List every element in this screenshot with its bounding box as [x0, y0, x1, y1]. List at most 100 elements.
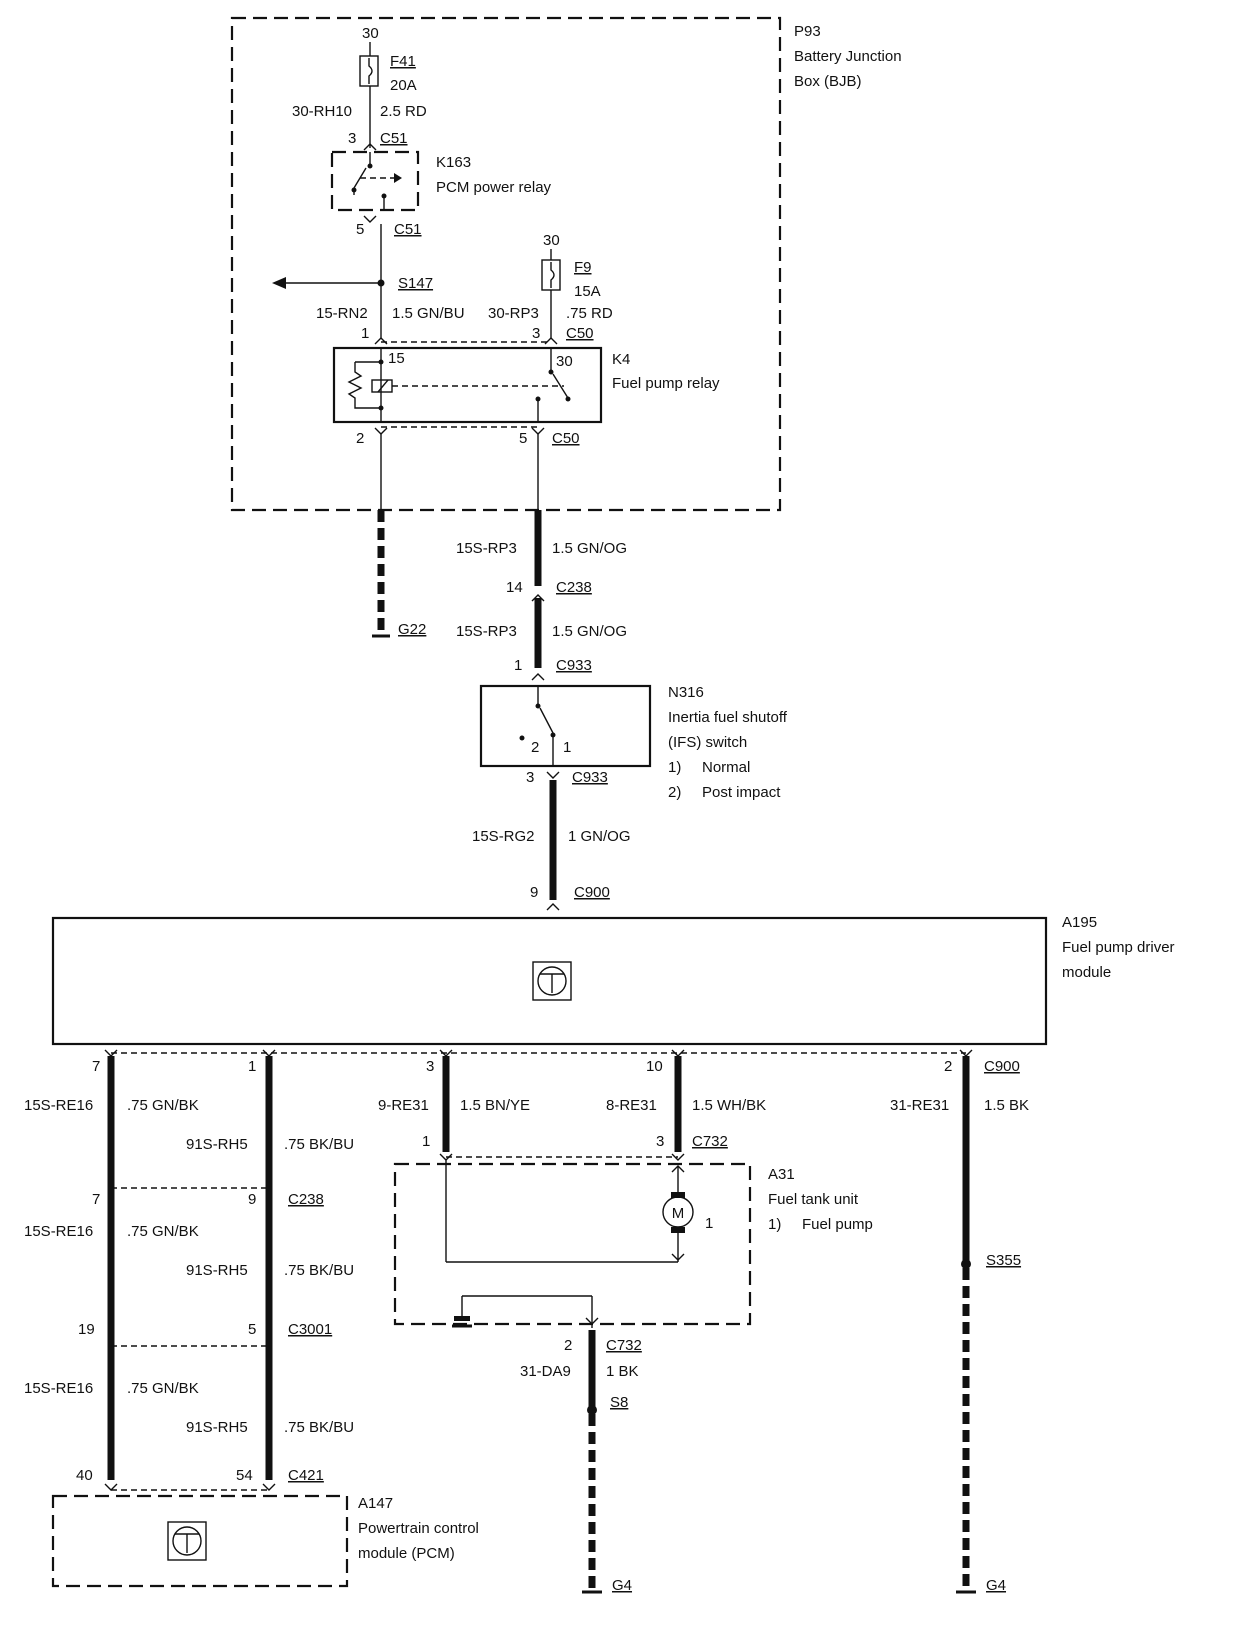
c51-bottom-pin: 5 — [356, 221, 364, 238]
n316-pos2: 2 — [531, 739, 539, 756]
c732-bottom-pin: 2 — [564, 1337, 572, 1354]
bjb-enclosure — [230, 16, 782, 512]
module-a147-icon — [167, 1521, 207, 1561]
k4-relay-box — [332, 346, 603, 424]
c421-id: C421 — [288, 1467, 324, 1484]
g4-left-id: G4 — [612, 1577, 632, 1594]
c51-top-pin: 3 — [348, 130, 356, 147]
wire-rh10-circuit: 30-RH10 — [292, 103, 352, 120]
n316-switch-box — [479, 684, 652, 768]
a147-name-1: Powertrain control — [358, 1520, 479, 1537]
c421-pin-left: 40 — [76, 1467, 93, 1484]
n316-name-1: Inertia fuel shutoff — [668, 709, 788, 726]
connector-c933-bottom-icon — [546, 771, 560, 779]
k4-contact-icon — [535, 348, 571, 422]
c238-top-id: C238 — [556, 579, 592, 596]
c238-mid-id: C238 — [288, 1191, 324, 1208]
k163-relay-box — [330, 150, 420, 212]
tank-ground-icon — [452, 1295, 599, 1328]
wire-re16-c-spec: .75 GN/BK — [127, 1380, 199, 1397]
fuse-f41-icon — [359, 55, 379, 87]
k4-id: K4 — [612, 351, 630, 368]
arrow-left-icon — [272, 277, 286, 289]
c732-top-id: C732 — [692, 1133, 728, 1150]
a31-tank-unit-box — [393, 1162, 752, 1326]
k4-pin-30: 30 — [556, 353, 573, 370]
a147-id: A147 — [358, 1495, 393, 1512]
c238-mid-pin-left: 7 — [92, 1191, 100, 1208]
wire-rp3-a-circuit: 15S-RP3 — [456, 540, 517, 557]
n316-name-2: (IFS) switch — [668, 734, 747, 751]
k163-id: K163 — [436, 154, 471, 171]
c900-bottom-pin-7: 7 — [92, 1058, 100, 1075]
c50-bottom-pin: 5 — [519, 430, 527, 447]
motor-ref: 1 — [705, 1215, 713, 1232]
s8-id: S8 — [610, 1394, 628, 1411]
c3001-pin-left: 19 — [78, 1321, 95, 1338]
f9-id: F9 — [574, 259, 592, 276]
n316-note2-text: Post impact — [702, 784, 781, 801]
a31-name: Fuel tank unit — [768, 1191, 859, 1208]
wire-re31-9-circuit: 9-RE31 — [378, 1097, 429, 1114]
wire-re16-a-circuit: 15S-RE16 — [24, 1097, 93, 1114]
c50-bottom-left-pin: 2 — [356, 430, 364, 447]
connector-c51-top-icon — [363, 143, 377, 151]
wire-re31-8-circuit: 8-RE31 — [606, 1097, 657, 1114]
n316-pos1: 1 — [563, 739, 571, 756]
motor-label: M — [672, 1205, 685, 1222]
c732-bottom-id: C732 — [606, 1337, 642, 1354]
c900-bottom-pin-3: 3 — [426, 1058, 434, 1075]
wire-da9-spec: 1 BK — [606, 1363, 639, 1380]
wire-re31-31-circuit: 31-RE31 — [890, 1097, 949, 1114]
wire-rg2-spec: 1 GN/OG — [568, 828, 631, 845]
connector-c421-a-icon — [104, 1483, 118, 1491]
c50-top-id: C50 — [566, 325, 594, 342]
connector-c50-bottom-a-icon — [374, 427, 388, 435]
n316-id: N316 — [668, 684, 704, 701]
c933-top-pin: 1 — [514, 657, 522, 674]
c900-bottom-id: C900 — [984, 1058, 1020, 1075]
wire-rh5-c-spec: .75 BK/BU — [284, 1419, 354, 1436]
c900-bottom-pin-1: 1 — [248, 1058, 256, 1075]
wire-rn2-spec: 1.5 GN/BU — [392, 305, 465, 322]
a31-note-num: 1) — [768, 1216, 781, 1233]
connector-c238-top-icon — [531, 594, 545, 602]
connector-c900-top-icon — [546, 903, 560, 911]
wire-rh5-b-circuit: 91S-RH5 — [186, 1262, 248, 1279]
splice-s8-icon — [587, 1405, 597, 1415]
a195-id: A195 — [1062, 914, 1097, 931]
f41-id: F41 — [390, 53, 416, 70]
connector-c933-top-icon — [531, 673, 545, 681]
wire-rh5-c-circuit: 91S-RH5 — [186, 1419, 248, 1436]
c900-bottom-pin-10: 10 — [646, 1058, 663, 1075]
f41-pin: 30 — [362, 25, 379, 42]
wire-rh5-a-spec: .75 BK/BU — [284, 1136, 354, 1153]
c51-top-id: C51 — [380, 130, 408, 147]
a195-name-2: module — [1062, 964, 1111, 981]
wire-rp3-top-spec: .75 RD — [566, 305, 613, 322]
k4-coil-icon — [347, 348, 564, 422]
k163-name: PCM power relay — [436, 179, 552, 196]
bjb-id: P93 — [794, 23, 821, 40]
c3001-pin-right: 5 — [248, 1321, 256, 1338]
n316-note1-text: Normal — [702, 759, 750, 776]
c238-top-pin: 14 — [506, 579, 523, 596]
wire-rn2-circuit: 15-RN2 — [316, 305, 368, 322]
wire-rp3-top-circuit: 30-RP3 — [488, 305, 539, 322]
f9-rating: 15A — [574, 283, 601, 300]
a31-id: A31 — [768, 1166, 795, 1183]
n316-switch-icon — [519, 686, 556, 766]
c3001-id: C3001 — [288, 1321, 332, 1338]
k4-name: Fuel pump relay — [612, 375, 720, 392]
wire-re16-b-circuit: 15S-RE16 — [24, 1223, 93, 1240]
a147-module-box — [51, 1494, 349, 1588]
f9-pin: 30 — [543, 232, 560, 249]
connector-c732-top-b-icon — [671, 1153, 685, 1161]
c50-top-pin: 3 — [532, 325, 540, 342]
k4-pin-15: 15 — [388, 350, 405, 367]
connector-c50-bottom-b-icon — [531, 427, 545, 435]
c900-top-pin: 9 — [530, 884, 538, 901]
n316-note1-num: 1) — [668, 759, 681, 776]
a147-name-2: module (PCM) — [358, 1545, 455, 1562]
